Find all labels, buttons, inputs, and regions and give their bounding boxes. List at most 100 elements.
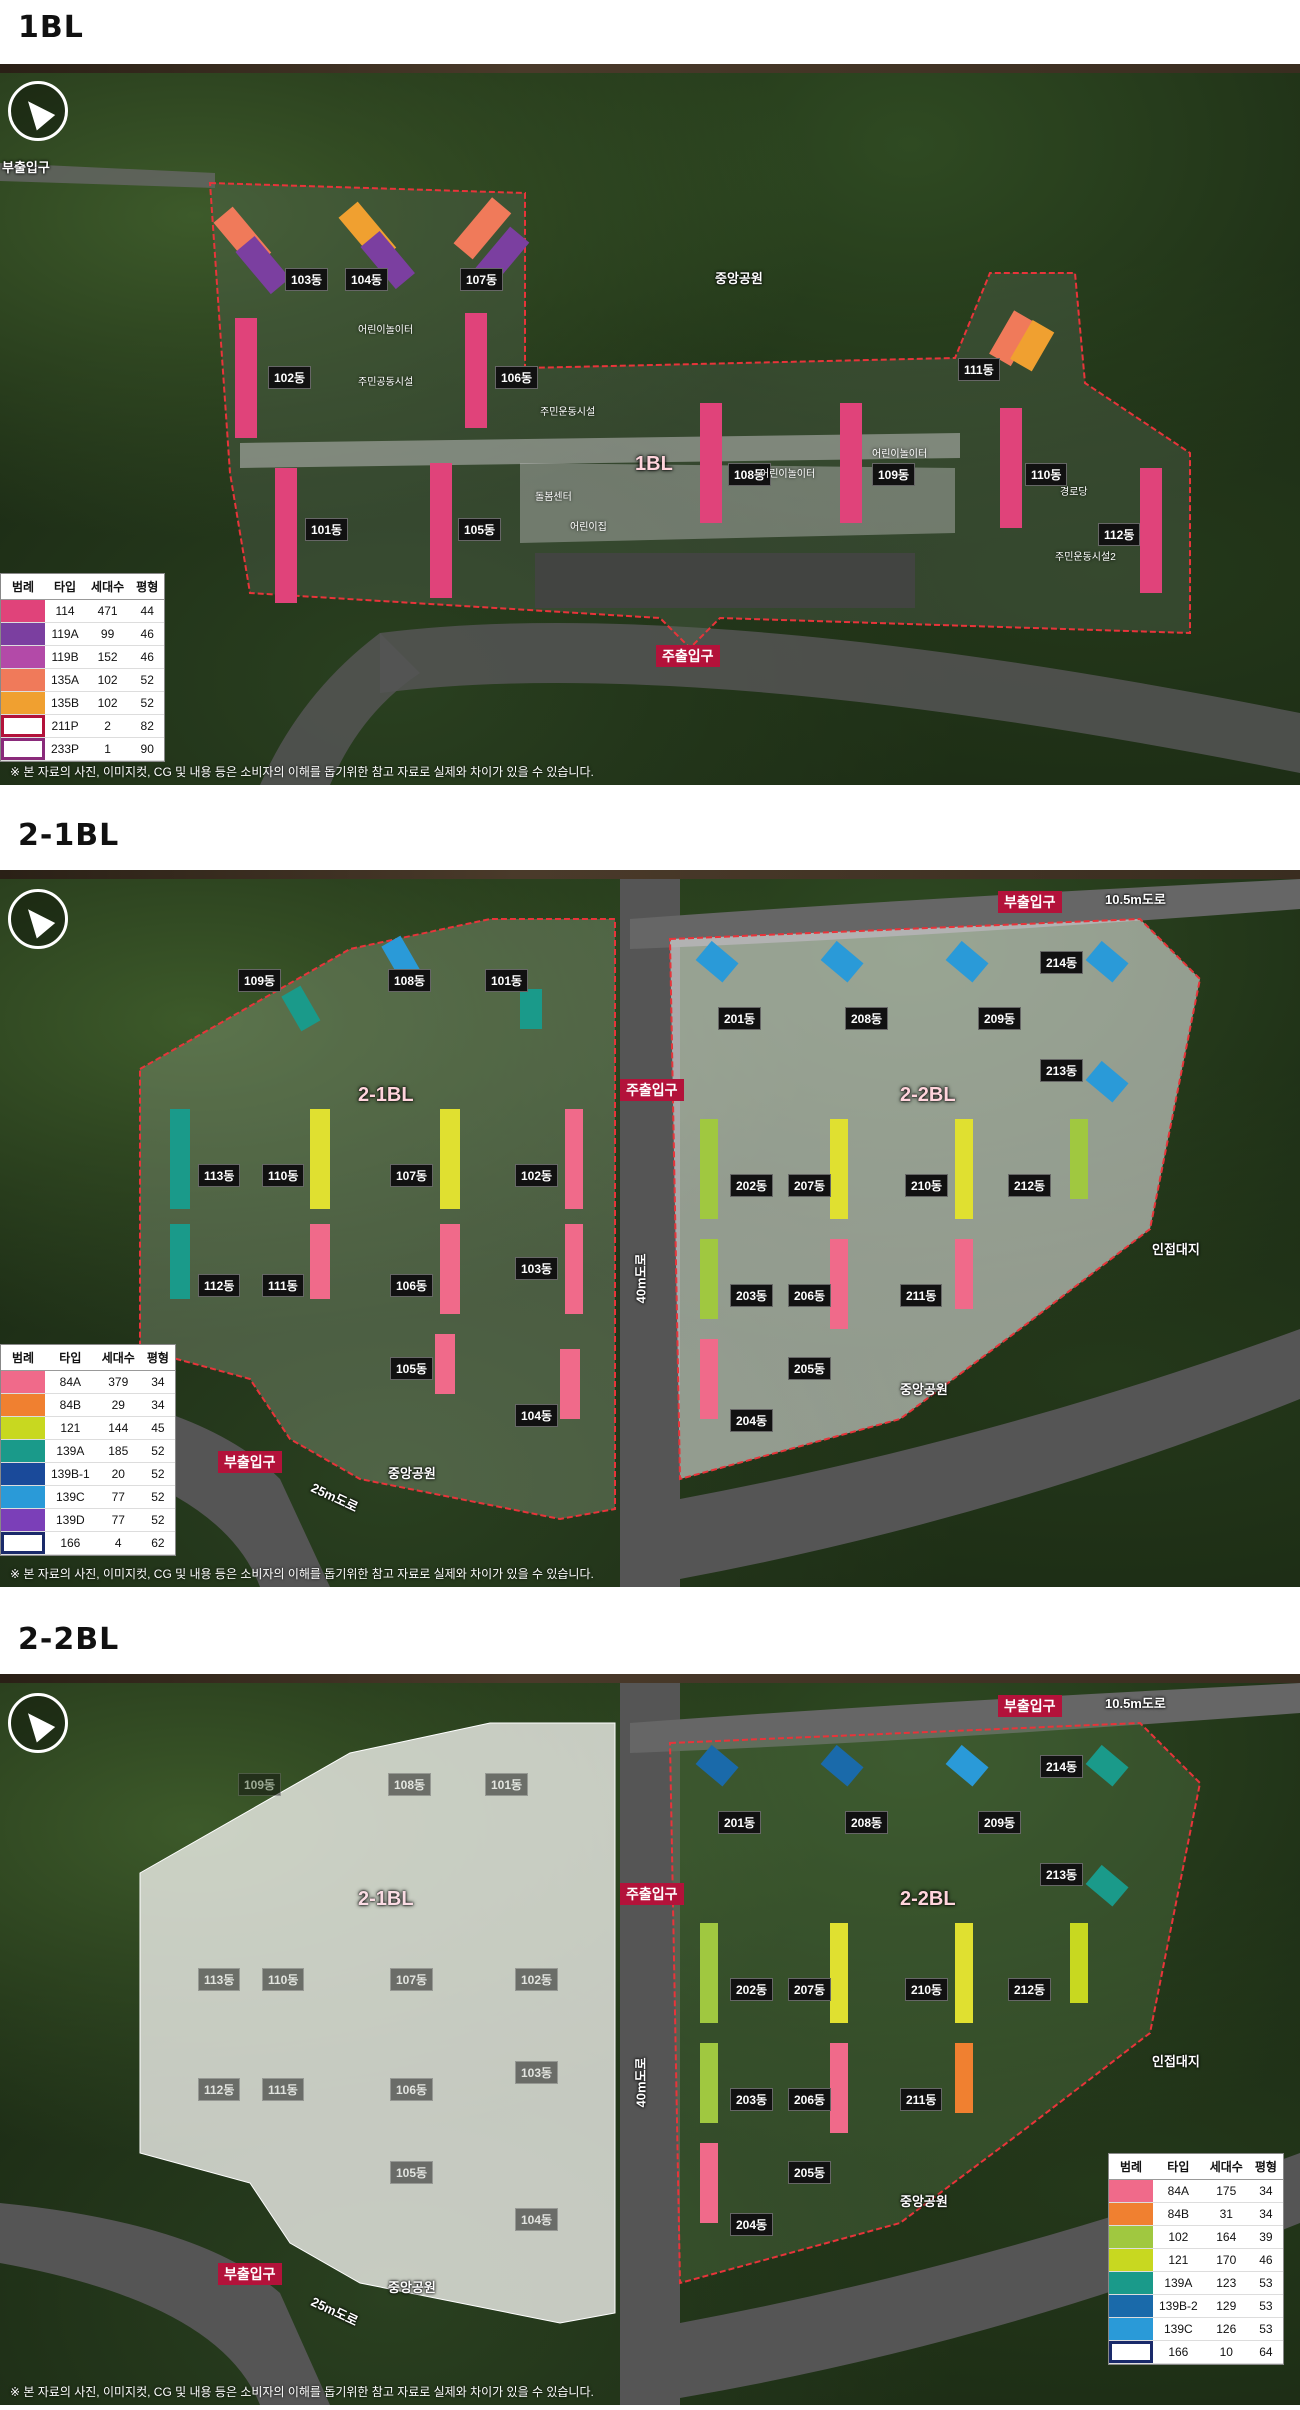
building-tag[interactable]: 213동 [1040, 1863, 1084, 1886]
legend-units: 2 [85, 714, 131, 738]
legend-pyeong: 34 [140, 1370, 175, 1394]
building-tag[interactable]: 210동 [905, 1174, 949, 1197]
building-tag[interactable]: 103동 [515, 1257, 559, 1280]
legend-type: 139A [1153, 2271, 1204, 2295]
building-tag[interactable]: 109동 [872, 463, 916, 486]
building-tag[interactable]: 208동 [845, 1811, 889, 1834]
building-tag[interactable]: 108동 [388, 969, 432, 992]
building-tag[interactable]: 101동 [305, 518, 349, 541]
building-tag[interactable]: 213동 [1040, 1059, 1084, 1082]
building-tag[interactable]: 212동 [1008, 1174, 1052, 1197]
building-tag[interactable]: 210동 [905, 1978, 949, 2001]
legend-header: 범례 [1109, 2154, 1153, 2180]
site-map[interactable]: 부출입구 중앙공원 1BL 주출입구 103동 104동 107동 102동 1… [0, 73, 1300, 785]
building-tag[interactable]: 104동 [345, 268, 389, 291]
building-tag[interactable]: 105동 [390, 1357, 434, 1380]
building-tag[interactable]: 202동 [730, 1978, 774, 2001]
building-tag[interactable]: 206동 [788, 2088, 832, 2111]
building-tag[interactable]: 107동 [390, 1968, 434, 1991]
building-tag[interactable]: 104동 [515, 1404, 559, 1427]
legend-swatch [1, 599, 45, 623]
legend-header: 평형 [140, 1345, 175, 1371]
site-map[interactable]: 부출입구 10.5m도로 주출입구 2-1BL 2-2BL 40m도로 부출입구… [0, 1683, 1300, 2405]
building-tag[interactable]: 209동 [978, 1811, 1022, 1834]
building-tag[interactable]: 110동 [262, 1164, 305, 1187]
building-tag[interactable]: 109동 [238, 1773, 282, 1796]
north-arrow-icon [8, 889, 68, 949]
building-tag[interactable]: 207동 [788, 1174, 832, 1197]
building-tag[interactable]: 203동 [730, 2088, 774, 2111]
building-tag[interactable]: 106동 [495, 366, 539, 389]
building-tag[interactable]: 204동 [730, 2213, 774, 2236]
building-tag[interactable]: 106동 [390, 1274, 434, 1297]
building-tag[interactable]: 203동 [730, 1284, 774, 1307]
building-tag[interactable]: 107동 [460, 268, 504, 291]
building-tag[interactable]: 101동 [485, 1773, 529, 1796]
legend-units: 175 [1203, 2179, 1249, 2203]
building-tag[interactable]: 207동 [788, 1978, 832, 2001]
building-tag[interactable]: 102동 [515, 1968, 559, 1991]
legend-units: 31 [1203, 2202, 1249, 2226]
site-map[interactable]: 부출입구 10.5m도로 주출입구 2-1BL 2-2BL 40m도로 부출입구… [0, 879, 1300, 1587]
legend-header: 타입 [45, 1345, 96, 1371]
legend-units: 102 [85, 691, 131, 715]
legend-swatch [1, 1485, 45, 1509]
building-tag[interactable]: 107동 [390, 1164, 434, 1187]
site-plan-drawing [0, 163, 1300, 785]
disclaimer-text: ※ 본 자료의 사진, 이미지컷, CG 및 내용 등은 소비자의 이해를 돕기… [10, 2385, 594, 2399]
legend-units: 379 [95, 1370, 141, 1394]
building-tag[interactable]: 111동 [262, 2078, 304, 2101]
legend-swatch [1, 1462, 45, 1486]
building-tag[interactable]: 201동 [718, 1811, 762, 1834]
building-tag[interactable]: 113동 [198, 1968, 241, 1991]
divider-bar [0, 1674, 1300, 1683]
building-tag[interactable]: 111동 [958, 358, 1000, 381]
building-tag[interactable]: 113동 [198, 1164, 241, 1187]
legend-pyeong: 53 [1248, 2294, 1283, 2318]
building-tag[interactable]: 211동 [900, 2088, 943, 2111]
building-tag[interactable]: 108동 [728, 463, 772, 486]
building-tag[interactable]: 102동 [268, 366, 312, 389]
building-tag[interactable]: 112동 [198, 2078, 241, 2101]
legend-pyeong: 52 [140, 1508, 175, 1532]
building-tag[interactable]: 214동 [1040, 1755, 1084, 1778]
building-tag[interactable]: 102동 [515, 1164, 559, 1187]
building-tag[interactable]: 101동 [485, 969, 529, 992]
building-tag[interactable]: 103동 [515, 2061, 559, 2084]
building-tag[interactable]: 111동 [262, 1274, 304, 1297]
legend-type: 114 [45, 599, 86, 623]
legend-type: 211P [45, 714, 86, 738]
building-tag[interactable]: 105동 [458, 518, 502, 541]
building-tag[interactable]: 103동 [285, 268, 329, 291]
building-tag[interactable]: 104동 [515, 2208, 559, 2231]
building-tag[interactable]: 112동 [198, 1274, 241, 1297]
building-tag[interactable]: 205동 [788, 2161, 832, 2184]
building-tag[interactable]: 106동 [390, 2078, 434, 2101]
building-tag[interactable]: 108동 [388, 1773, 432, 1796]
building-tag[interactable]: 109동 [238, 969, 282, 992]
building-tag[interactable]: 205동 [788, 1357, 832, 1380]
building-tag[interactable]: 206동 [788, 1284, 832, 1307]
building-tag[interactable]: 110동 [1025, 463, 1068, 486]
legend-type: 139A [45, 1439, 96, 1463]
building-tag[interactable]: 112동 [1098, 523, 1141, 546]
building-tag[interactable]: 110동 [262, 1968, 305, 1991]
building-tag[interactable]: 209동 [978, 1007, 1022, 1030]
building-tag[interactable]: 201동 [718, 1007, 762, 1030]
building-tag[interactable]: 208동 [845, 1007, 889, 1030]
building-tag[interactable]: 105동 [390, 2161, 434, 2184]
building-tag[interactable]: 214동 [1040, 951, 1084, 974]
building-tag[interactable]: 202동 [730, 1174, 774, 1197]
legend-type: 84A [45, 1370, 96, 1394]
building-tag[interactable]: 204동 [730, 1409, 774, 1432]
building-tag[interactable]: 211동 [900, 1284, 943, 1307]
building-tag[interactable]: 212동 [1008, 1978, 1052, 2001]
